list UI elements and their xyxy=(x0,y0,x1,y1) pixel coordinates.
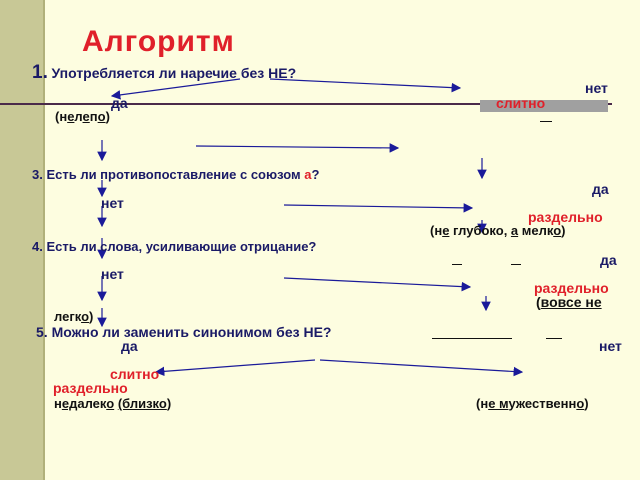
q5-no-label: нет xyxy=(599,338,622,354)
example-5a: недалеко (близко) xyxy=(54,396,172,411)
arrow-q5-yes xyxy=(154,359,316,377)
left-decorative-bar xyxy=(0,0,43,480)
q4-result: раздельно xyxy=(534,280,609,296)
arrow-q5-no xyxy=(319,359,524,377)
q1-no-result: слитно xyxy=(496,95,546,111)
arrow-q3-yes xyxy=(283,203,474,213)
arrow-q1-yes xyxy=(110,78,241,100)
arrow-q1-no xyxy=(269,78,462,93)
question-1: 1. Употребляется ли наречие без НЕ? xyxy=(32,62,297,83)
example-4-line1: (вовсе не xyxy=(536,294,602,310)
q3-yes-label: да xyxy=(592,181,609,197)
q1-yes-label: да xyxy=(111,95,128,111)
question-5: 5. Можно ли заменить синонимом без НЕ? xyxy=(36,324,332,340)
q3-result: раздельно xyxy=(528,209,603,225)
left-bar-border xyxy=(43,0,45,480)
arrow-q4-yes xyxy=(283,277,472,292)
example-1: (нелепо) xyxy=(55,109,110,124)
page-title: Алгоритм xyxy=(82,25,235,58)
arrow-right-2 xyxy=(195,143,400,153)
underline-mark-3 xyxy=(511,264,521,265)
question-3: 3. Есть ли противопоставление с союзом а… xyxy=(32,167,320,182)
example-5b: (не мужественно) xyxy=(476,396,589,411)
example-4-line2: легко) xyxy=(54,309,94,324)
example-3: (не глубоко, а мелко) xyxy=(430,223,566,238)
q5-yes-label: да xyxy=(121,338,138,354)
horizontal-divider xyxy=(0,103,612,105)
q5-yes-result: слитно xyxy=(110,366,160,382)
q3-no-label: нет xyxy=(101,195,124,211)
q4-yes-label: да xyxy=(600,252,617,268)
question-4: 4. Есть ли слова, усиливающие отрицание? xyxy=(32,239,317,254)
q1-no-label: нет xyxy=(585,80,608,96)
underline-mark-2 xyxy=(452,264,462,265)
q4-no-label: нет xyxy=(101,266,124,282)
q5-no-result: раздельно xyxy=(53,380,128,396)
underline-mark xyxy=(540,121,552,122)
highlight-box xyxy=(480,100,608,112)
underline-mark-4 xyxy=(432,338,512,339)
underline-mark-5 xyxy=(546,338,562,339)
